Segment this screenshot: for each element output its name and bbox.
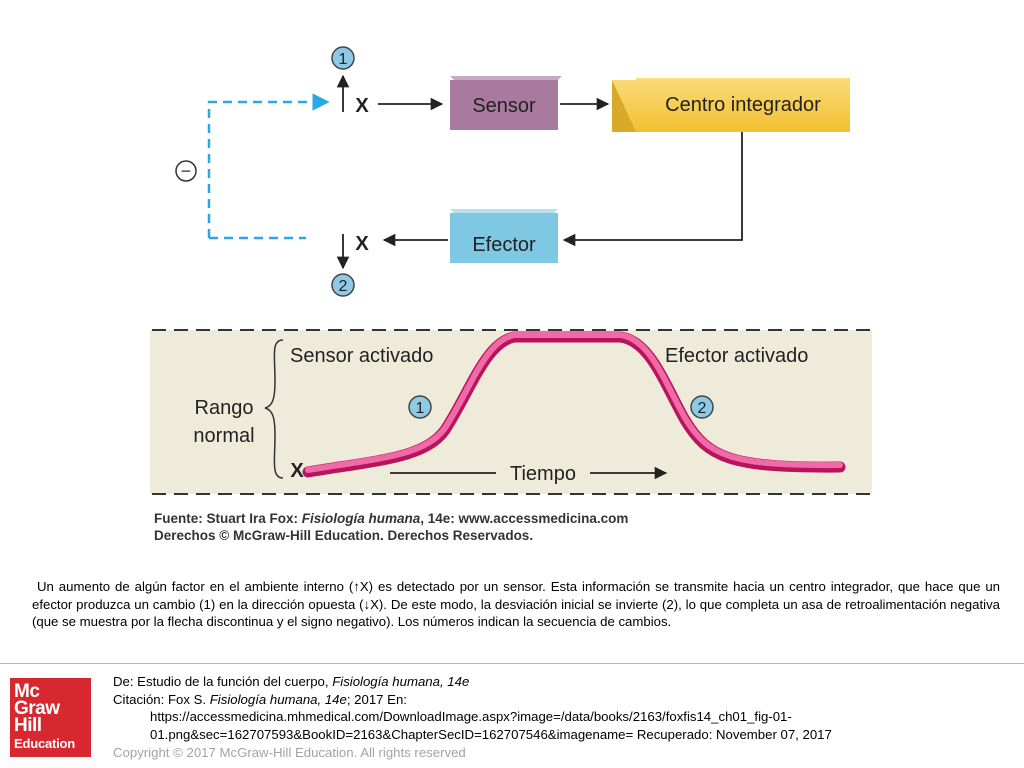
svg-text:1: 1 (416, 400, 425, 417)
integrator-to-effector-arrow (562, 132, 743, 247)
step-2-marker: 2 (331, 273, 355, 297)
svg-text:1: 1 (339, 51, 348, 68)
step-1-marker: 1 (331, 46, 355, 70)
variable-x-bottom: X (355, 233, 369, 255)
variable-x-top: X (355, 95, 369, 117)
graph-step-1-marker: 1 (408, 395, 432, 419)
svg-text:2: 2 (339, 278, 348, 295)
sensor-label: Sensor (472, 95, 536, 117)
normal-range-label-line2: normal (193, 425, 254, 447)
negative-feedback-arrow (207, 93, 330, 238)
normal-range-graph: Sensor activado Efector activado Rango n… (150, 329, 872, 495)
copyright-notice: Copyright © 2017 McGraw-Hill Education. … (113, 745, 466, 760)
time-label: Tiempo (510, 463, 576, 485)
mcgraw-hill-logo: Mc Graw Hill Education (10, 678, 91, 757)
figure-source: Fuente: Stuart Ira Fox: Fisiología human… (154, 511, 628, 526)
citation-block: De: Estudio de la función del cuerpo, Fi… (113, 673, 913, 743)
citation-from: De: Estudio de la función del cuerpo, Fi… (113, 674, 470, 689)
effector-label: Efector (472, 234, 536, 256)
negative-sign: − (181, 161, 192, 181)
graph-step-2-marker: 2 (690, 395, 714, 419)
response-curve (305, 332, 843, 473)
range-brace (264, 339, 284, 479)
normal-range-label-line1: Rango (195, 397, 254, 419)
integrator-box: Centro integrador (612, 78, 850, 132)
effector-activated-label: Efector activado (665, 345, 808, 367)
citation-url-line2[interactable]: 01.png&sec=162707593&BookID=2163&Chapter… (150, 726, 832, 742)
figure-caption: Un aumento de algún factor en el ambient… (32, 579, 1000, 629)
feedback-loop: − 1 X Sensor Centro integrador E (175, 46, 850, 297)
integrator-label: Centro integrador (665, 94, 821, 116)
sensor-activated-label: Sensor activado (290, 345, 433, 367)
footer-divider (0, 663, 1024, 664)
graph-x-label: X (290, 460, 304, 482)
sensor-box: Sensor (450, 76, 562, 130)
negative-sign-badge: − (175, 160, 197, 182)
citation-url-line1[interactable]: https://accessmedicina.mhmedical.com/Dow… (150, 709, 792, 724)
figure-credits: Fuente: Stuart Ira Fox: Fisiología human… (154, 511, 628, 543)
effector-box: Efector (450, 209, 558, 263)
figure-rights: Derechos © McGraw-Hill Education. Derech… (154, 528, 533, 543)
feedback-figure: − 1 X Sensor Centro integrador E (150, 40, 872, 545)
svg-text:2: 2 (698, 400, 707, 417)
citation-reference: Citación: Fox S. Fisiología humana, 14e;… (113, 691, 407, 707)
feedback-diagram: − 1 X Sensor Centro integrador E (150, 46, 872, 543)
